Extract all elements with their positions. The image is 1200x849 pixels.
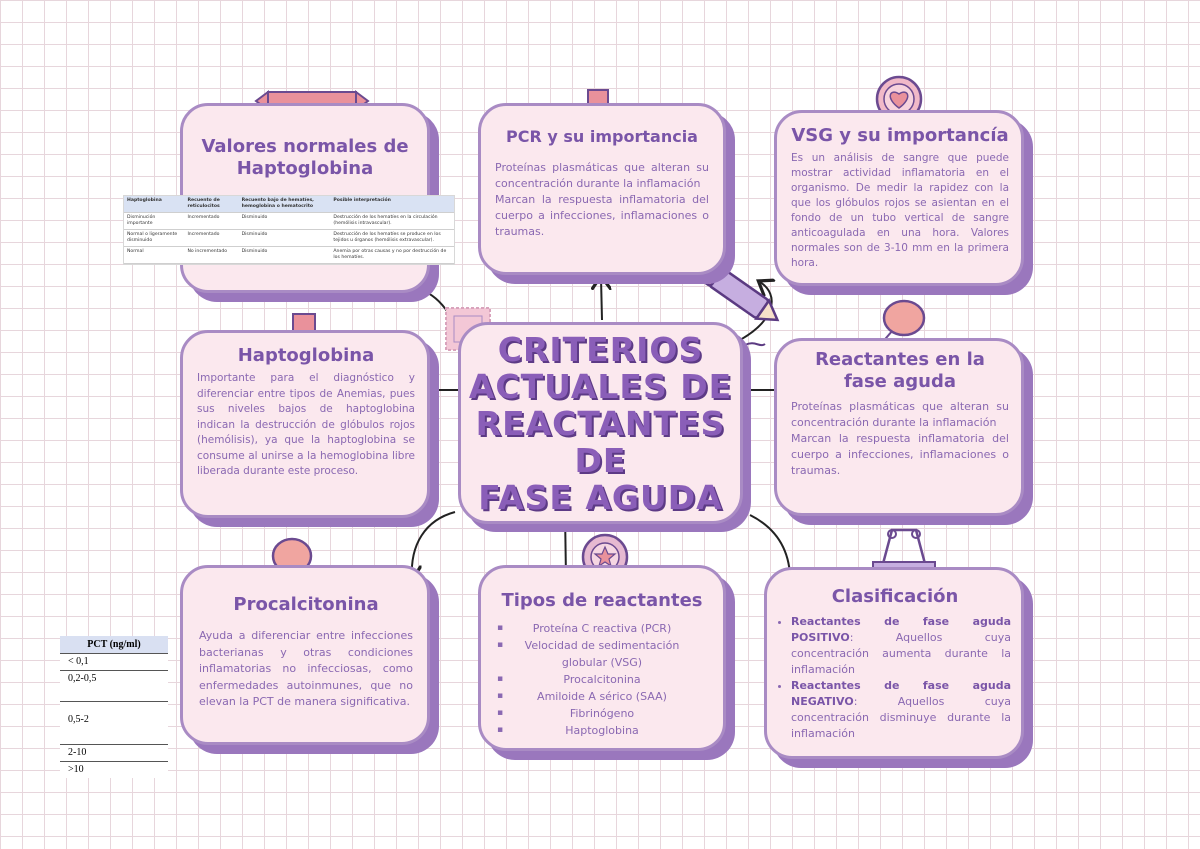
list-item: Reactantes de fase aguda POSITIVO: Aquel… [791,614,1011,678]
item-text: : Aquellos cuya concentración disminuye … [791,695,1011,740]
table-cell: Disminuido [238,229,331,247]
card-tipos: Tipos de reactantes Proteína C reactiva … [478,565,726,751]
table-cell: Destrucción de los hematíes se produce e… [330,229,454,247]
central-title: CRITERIOS ACTUALES DE REACTANTES DE FASE… [468,329,733,517]
table-header: PCT (ng/ml) [60,636,168,654]
table-header: Posible interpretación [330,196,454,213]
table-header: Haptoglobina [124,196,185,213]
table-header: Recuento de reticulocitos [184,196,239,213]
card-pcr: PCR y su importancia Proteínas plasmátic… [478,103,726,275]
item-heading: Reactantes de fase aguda NEGATIVO [791,679,1011,708]
pin-icon [879,299,926,346]
list-item: Velocidad de sedimentación globular (VSG… [495,637,709,671]
card-text: Es un análisis de sangre que puede mostr… [791,152,1009,269]
list-item: Procalcitonina [495,671,709,688]
table-row: Disminución importante Incrementado Dism… [124,212,454,230]
card-clasificacion: Clasificación Reactantes de fase aguda P… [764,567,1024,759]
card-text: Proteínas plasmáticas que alteran su con… [791,400,1009,429]
table-row: 0,2-0,5 [60,671,168,702]
table-row: Normal No incrementado Disminuido Anemia… [124,246,454,264]
table-cell: Destrucción de los hematíes en la circul… [330,212,454,230]
table-row: >10 [68,764,84,775]
pencil-icon [702,262,780,322]
arrow-to-procalcitonina [412,511,456,578]
card-title: Procalcitonina [233,594,379,615]
card-text: Proteínas plasmáticas que alteran su con… [495,161,709,190]
classification-list: Reactantes de fase aguda POSITIVO: Aquel… [779,614,1011,742]
pct-table: PCT (ng/ml) < 0,1 0,2-0,5 0,5-2 2-10 >10 [60,636,168,778]
item-text: : Aquellos cuya concentración aumenta du… [791,631,1011,676]
card-text: Marcan la respuesta inflamatoria del cue… [495,193,709,238]
list-item: Haptoglobina [495,722,709,739]
table-cell: Disminuido [238,212,331,230]
card-title: Reactantes en la fase aguda [815,349,985,392]
haptoglobina-values-table: Haptoglobina Recuento de reticulocitos R… [124,196,454,264]
card-title: Tipos de reactantes [501,590,703,611]
reactant-types-list: Proteína C reactiva (PCR) Velocidad de s… [495,620,709,739]
card-reactantes: Reactantes en la fase aguda Proteínas pl… [774,338,1024,516]
arrow-to-pcr [601,278,602,321]
table-row: 0,5-2 [60,702,168,745]
list-item: Proteína C reactiva (PCR) [495,620,709,637]
card-text: Importante para el diagnóstico y diferen… [197,372,415,477]
table-row: Normal o ligeramente disminuido Incremen… [124,229,454,247]
table-cell: No incrementado [184,246,239,264]
list-item: Fibrinógeno [495,705,709,722]
card-text: Ayuda a diferenciar entre infecciones ba… [199,629,413,708]
table-row: 2-10 [60,745,168,762]
card-title: VSG y su importancía [791,125,1009,146]
table-cell: Incrementado [184,229,239,247]
table-cell: Normal o ligeramente disminuido [124,229,185,247]
card-title: Haptoglobina [237,345,375,366]
item-heading: Reactantes de fase aguda POSITIVO [791,615,1011,644]
table-cell: Normal [124,246,185,264]
card-vsg: VSG y su importancía Es un análisis de s… [774,110,1024,286]
table-row: < 0,1 [60,654,168,671]
central-topic: CRITERIOS ACTUALES DE REACTANTES DE FASE… [458,322,743,524]
card-title: Clasificación [831,586,959,607]
card-text: Marcan la respuesta inflamatoria del cue… [791,432,1009,477]
table-cell: Anemia por otras causas y no por destruc… [330,246,454,264]
table-cell: Incrementado [184,212,239,230]
table-cell: Disminución importante [124,212,185,230]
list-item: Amiloide A sérico (SAA) [495,688,709,705]
table-header: Recuento bajo de hematíes, hemoglobina o… [238,196,331,213]
card-title: PCR y su importancia [506,127,698,146]
table-cell: Disminuido [238,246,331,264]
card-procalcitonina: Procalcitonina Ayuda a diferenciar entre… [180,565,430,745]
list-item: Reactantes de fase aguda NEGATIVO: Aquel… [791,678,1011,742]
card-title: Valores normales de Haptoglobina [201,136,409,179]
card-haptoglobina: Haptoglobina Importante para el diagnóst… [180,330,430,518]
